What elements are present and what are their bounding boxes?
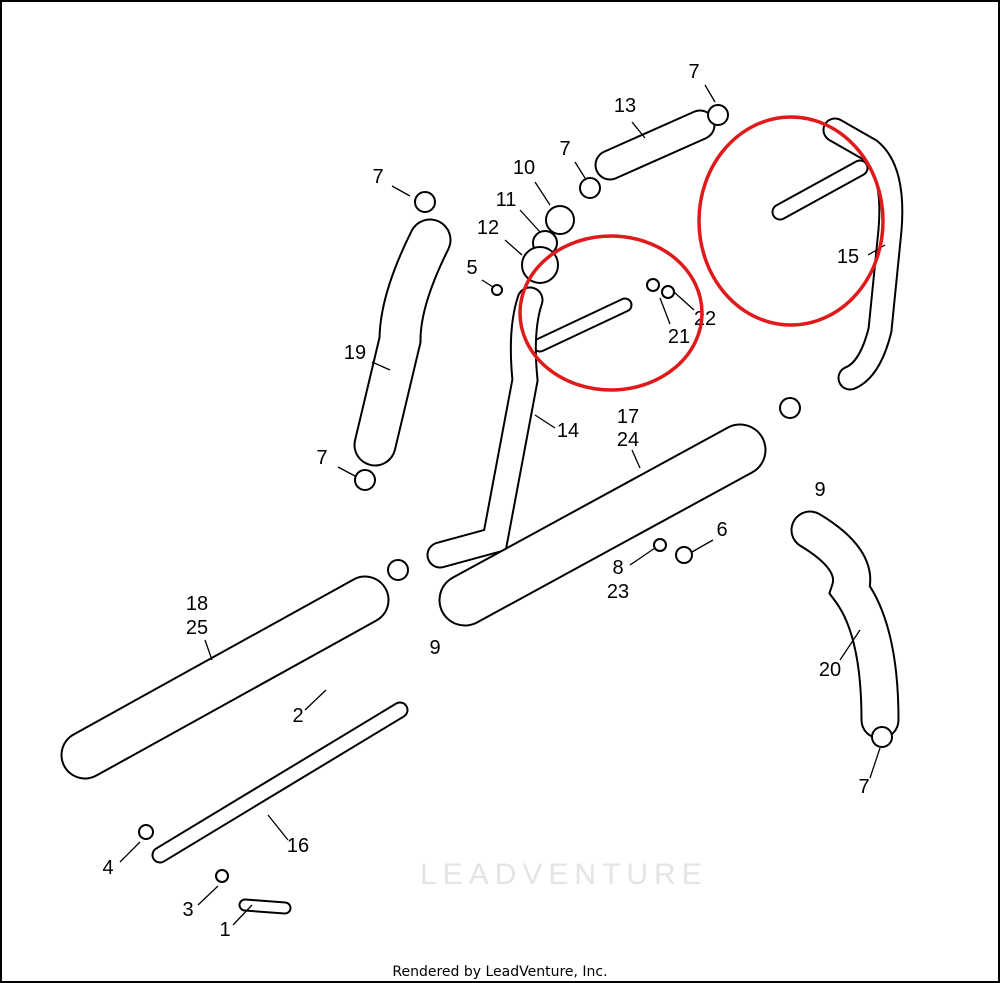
leader-line bbox=[534, 414, 556, 429]
watermark: LEADVENTURE bbox=[420, 858, 708, 891]
leader-line bbox=[839, 629, 861, 661]
leader-line bbox=[631, 449, 641, 469]
leader-line bbox=[391, 185, 411, 197]
parts-drawing bbox=[60, 104, 904, 915]
callout-18: 18 bbox=[186, 593, 208, 615]
heat-shield-13-fill bbox=[596, 111, 714, 179]
leader-line bbox=[534, 181, 551, 206]
callout-13: 13 bbox=[614, 95, 636, 117]
leader-line bbox=[304, 689, 327, 711]
clamp-part bbox=[414, 191, 436, 213]
callout-22: 22 bbox=[694, 308, 716, 330]
callout-7: 7 bbox=[372, 166, 383, 188]
leader-line bbox=[267, 814, 289, 841]
heat-shield-19-fill bbox=[355, 220, 450, 465]
clamp-part bbox=[354, 469, 376, 491]
highlight-circle-15 bbox=[697, 115, 885, 327]
callout-7: 7 bbox=[858, 776, 869, 798]
washer-part bbox=[661, 285, 675, 299]
muffler-18-fill bbox=[62, 577, 388, 778]
highlight-circle-21-22 bbox=[518, 234, 704, 392]
leader-line bbox=[504, 239, 523, 256]
muffler-17-fill bbox=[440, 425, 765, 625]
nut-part bbox=[491, 284, 503, 296]
callout-6: 6 bbox=[716, 519, 727, 541]
bracket-16-fill bbox=[153, 703, 407, 862]
leader-line bbox=[337, 466, 356, 477]
callout-9: 9 bbox=[429, 637, 440, 659]
pipe-15-front-fill bbox=[824, 119, 902, 389]
leader-line bbox=[371, 361, 391, 371]
callout-3: 3 bbox=[182, 899, 193, 921]
leader-line bbox=[519, 209, 541, 233]
clamp-part bbox=[387, 559, 409, 581]
washer-part bbox=[646, 278, 660, 292]
callout-15: 15 bbox=[837, 246, 859, 268]
washer-part bbox=[215, 869, 229, 883]
leader-line bbox=[629, 547, 656, 566]
callout-labels: 7137101112571914172415222179682318259220… bbox=[102, 61, 869, 941]
callout-20: 20 bbox=[819, 659, 841, 681]
leader-line bbox=[867, 244, 886, 256]
footer-credit: Rendered by LeadVenture, Inc. bbox=[392, 964, 607, 980]
leader-line bbox=[659, 297, 671, 325]
leader-line bbox=[232, 904, 253, 926]
leader-line bbox=[691, 539, 714, 553]
pipe-14-header-fill bbox=[428, 288, 542, 567]
gasket-part bbox=[545, 205, 575, 235]
washer-part bbox=[653, 538, 667, 552]
callout-7: 7 bbox=[688, 61, 699, 83]
callout-8: 8 bbox=[612, 557, 623, 579]
clamp-part bbox=[871, 726, 893, 748]
leader-line bbox=[119, 841, 141, 863]
callout-25: 25 bbox=[186, 617, 208, 639]
callout-7: 7 bbox=[316, 447, 327, 469]
callout-1: 1 bbox=[219, 919, 230, 941]
leader-line bbox=[869, 747, 881, 779]
clamp-part bbox=[779, 397, 801, 419]
callout-16: 16 bbox=[287, 835, 309, 857]
leader-line bbox=[197, 885, 219, 906]
pipe-14-inner-fill bbox=[534, 299, 631, 351]
leader-line bbox=[673, 291, 695, 311]
callout-4: 4 bbox=[102, 857, 113, 879]
leader-lines bbox=[119, 84, 886, 926]
heat-shield-20-fill bbox=[792, 512, 898, 738]
callout-23: 23 bbox=[607, 581, 629, 603]
leader-line bbox=[704, 84, 716, 103]
callout-2: 2 bbox=[292, 705, 303, 727]
callout-12: 12 bbox=[477, 217, 499, 239]
leader-line bbox=[481, 279, 494, 288]
clamp-part bbox=[579, 177, 601, 199]
callout-17: 17 bbox=[617, 406, 639, 428]
leader-line bbox=[574, 161, 586, 179]
callout-5: 5 bbox=[466, 257, 477, 279]
callout-21: 21 bbox=[668, 326, 690, 348]
nut-part bbox=[138, 824, 154, 840]
callout-7: 7 bbox=[559, 138, 570, 160]
callout-10: 10 bbox=[513, 157, 535, 179]
leader-line bbox=[204, 639, 213, 661]
nut-part bbox=[675, 546, 693, 564]
pipe-15-inner-fill bbox=[773, 161, 867, 219]
leader-line bbox=[631, 121, 646, 139]
clamp-part bbox=[707, 104, 729, 126]
callout-19: 19 bbox=[344, 342, 366, 364]
callout-9: 9 bbox=[814, 479, 825, 501]
callout-11: 11 bbox=[496, 189, 517, 211]
callout-24: 24 bbox=[617, 429, 639, 451]
callout-14: 14 bbox=[557, 420, 579, 442]
